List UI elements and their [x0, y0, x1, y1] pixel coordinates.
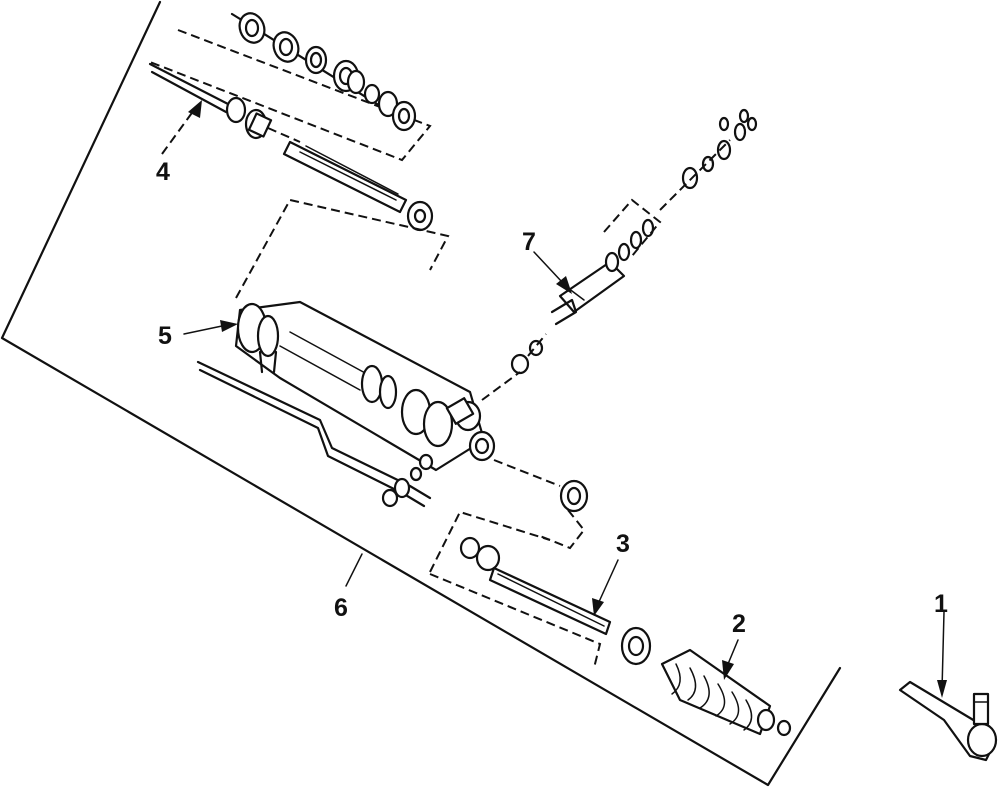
leader-1: [937, 611, 947, 698]
leader-4: [161, 100, 202, 155]
callout-5: 5: [158, 322, 172, 350]
seal-ring: [272, 31, 300, 63]
inner-tie-rod: [429, 510, 612, 669]
housing-bushing: [493, 459, 589, 550]
callout-3: 3: [616, 530, 630, 558]
seal-kit-group: [149, 12, 432, 162]
seal-ring: [238, 12, 266, 44]
seal-ring: [304, 45, 328, 75]
callout-1: 1: [934, 590, 948, 618]
leader-6: [345, 553, 363, 587]
assembly-outline: [0, 0, 842, 787]
callout-4: 4: [156, 158, 170, 186]
callout-7: 7: [522, 228, 536, 256]
callout-6: 6: [334, 594, 348, 622]
leader-7: [533, 251, 572, 294]
seal-ring: [332, 59, 366, 95]
leader-2: [722, 639, 739, 680]
rack-boot: [620, 626, 792, 737]
rack-bar: [148, 62, 450, 299]
steering-housing: [234, 300, 496, 472]
leader-5: [183, 320, 238, 335]
leader-3: [592, 559, 619, 616]
valve-assembly: [481, 108, 758, 401]
tie-rod-end: [898, 680, 998, 762]
callout-2: 2: [732, 610, 746, 638]
fluid-line: [196, 360, 434, 508]
seal-ring: [363, 83, 417, 132]
